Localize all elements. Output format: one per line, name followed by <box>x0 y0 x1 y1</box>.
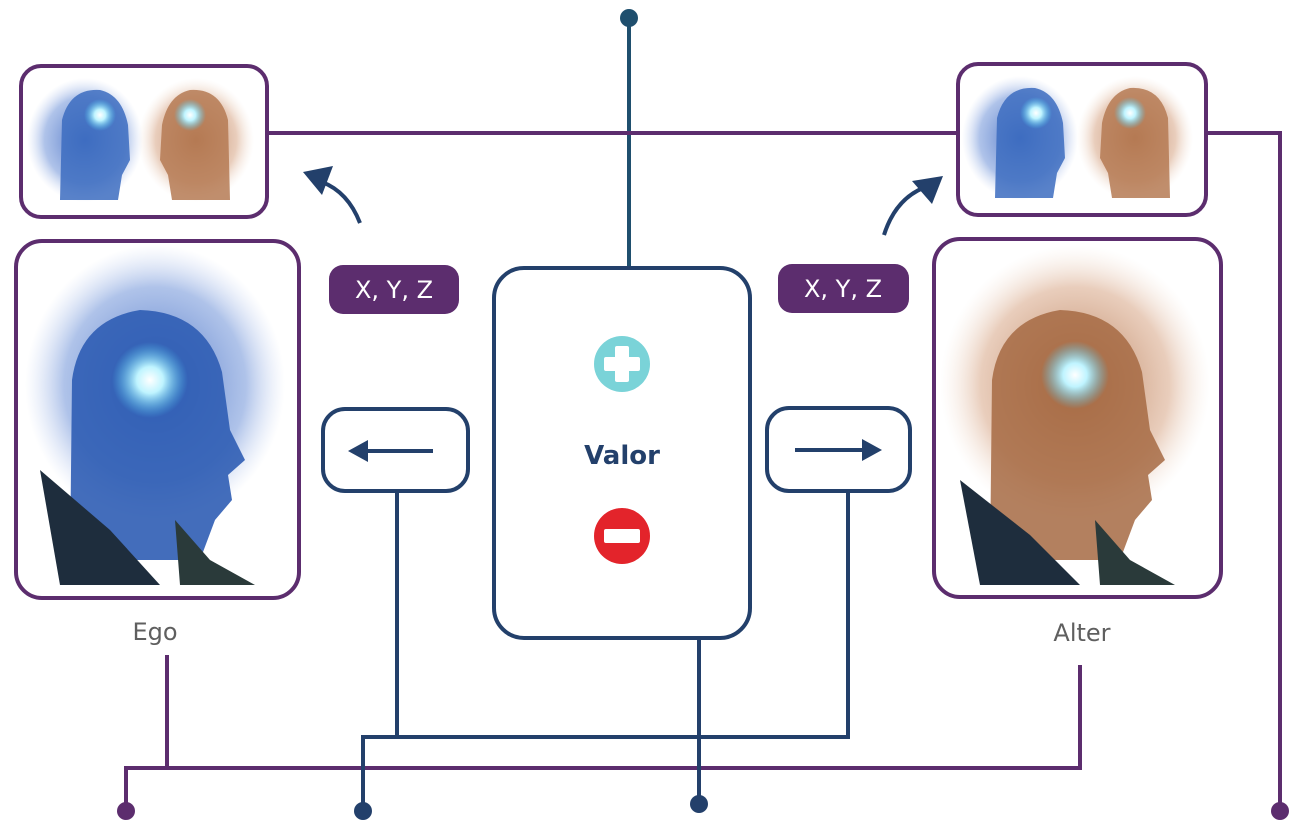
alter-bottom-line <box>167 665 1082 770</box>
curved-arrow-right-icon <box>882 186 924 236</box>
right-arrow-box <box>765 406 912 493</box>
bottom-dot-value <box>690 795 708 813</box>
alter-caption: Alter <box>1053 619 1110 647</box>
top-dot <box>620 9 638 27</box>
ego-caption: Ego <box>132 618 177 646</box>
xyz-tag-right: X, Y, Z <box>778 264 909 313</box>
xyz-tag-left: X, Y, Z <box>329 265 459 314</box>
portrait-pair-right <box>956 62 1208 217</box>
xyz-tag-right-label: X, Y, Z <box>804 275 882 303</box>
arrows-connector-line <box>395 492 850 739</box>
xyz-tag-left-label: X, Y, Z <box>355 276 433 304</box>
curved-arrow-left-icon <box>321 180 362 224</box>
arrows-down-line <box>361 735 397 810</box>
arrow-right-icon <box>795 439 882 461</box>
value-label: Valor <box>584 441 660 471</box>
arrow-left-icon <box>348 440 433 462</box>
endpoint-dots <box>117 9 1289 820</box>
bottom-dot-right <box>1271 802 1289 820</box>
alter-portrait-card <box>932 237 1223 599</box>
value-box: Valor <box>492 266 752 640</box>
connector-lines <box>124 20 1282 810</box>
portrait-pair-left <box>19 64 269 219</box>
minus-circle-icon <box>594 508 650 564</box>
ego-alter-bottom-line <box>124 655 169 810</box>
left-arrow-box <box>321 407 470 493</box>
ego-portrait-card <box>14 239 301 600</box>
curved-arrows <box>303 166 943 236</box>
plus-circle-icon <box>594 336 650 392</box>
bottom-dot-arrows <box>354 802 372 820</box>
portraits-pair-link-line <box>267 131 1282 810</box>
bottom-dot-ego <box>117 802 135 820</box>
